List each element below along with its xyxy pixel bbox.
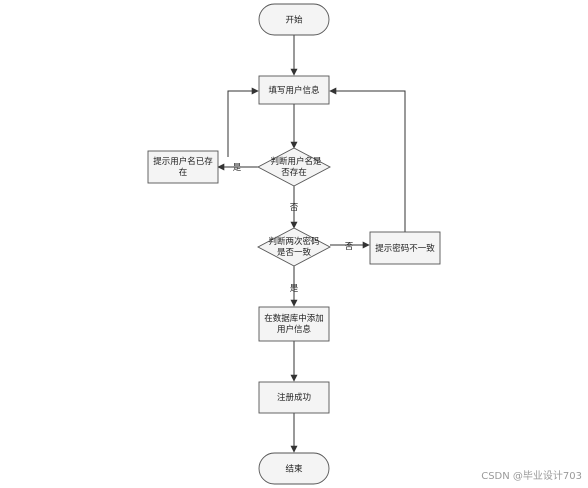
check-password-label-1: 判断两次密码 (268, 236, 319, 247)
add-to-database-node: 在数据库中添加 用户信息 (258, 306, 330, 342)
connectors (217, 35, 406, 453)
add-to-database-label-1: 在数据库中添加 (264, 313, 324, 324)
check-username-label-1: 判断用户名是 (270, 156, 322, 167)
edge-label-yes-password: 是 (290, 284, 299, 294)
username-exists-node: 提示用户名已存 在 (147, 150, 219, 184)
start-node: 开始 (258, 3, 330, 36)
check-password-decision: 判断两次密码 是否一致 (257, 227, 331, 267)
username-exists-label-2: 在 (179, 167, 188, 178)
register-success-label: 注册成功 (277, 392, 311, 403)
fill-info-node: 填写用户信息 (258, 75, 330, 105)
edge-label-no-username: 否 (290, 203, 299, 213)
end-node: 结束 (258, 452, 330, 485)
username-exists-label-1: 提示用户名已存 (153, 156, 213, 167)
fill-info-label: 填写用户信息 (268, 85, 320, 96)
check-username-decision: 判断用户名是 否存在 (257, 147, 331, 187)
register-success-node: 注册成功 (258, 381, 330, 414)
check-password-label-2: 是否一致 (277, 247, 312, 258)
end-label: 结束 (285, 464, 303, 475)
check-username-label-2: 否存在 (281, 167, 307, 178)
start-label: 开始 (285, 15, 303, 26)
add-to-database-label-2: 用户信息 (277, 324, 312, 335)
edge-name-exists-back (227, 87, 259, 157)
watermark: CSDN @毕业设计703 (481, 471, 582, 482)
edge-pwd-mismatch-back (329, 87, 406, 232)
password-mismatch-node: 提示密码不一致 (369, 231, 441, 265)
edge-label-yes-username: 是 (233, 163, 242, 173)
edge-label-no-password: 否 (345, 242, 354, 252)
password-mismatch-label: 提示密码不一致 (375, 243, 435, 254)
